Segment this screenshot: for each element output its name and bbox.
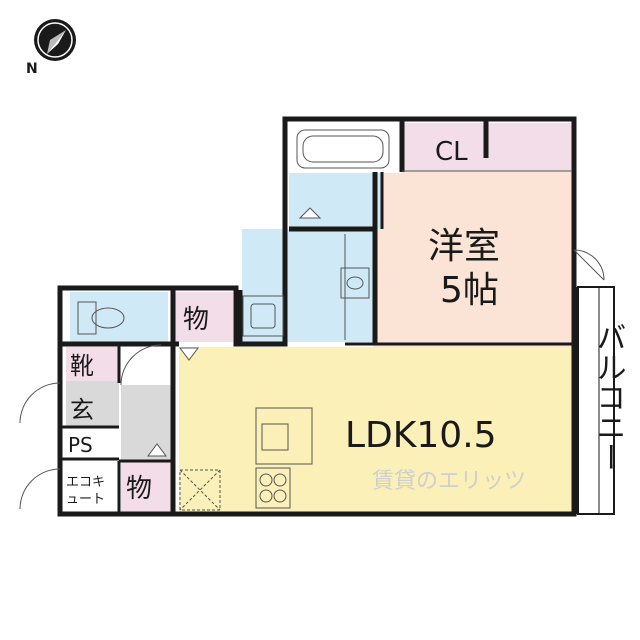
- entrance-floor: [121, 385, 173, 461]
- bath-fill: [289, 173, 382, 229]
- entrance-label: 玄: [70, 396, 94, 424]
- pipe-space-label: PS: [68, 433, 93, 457]
- room-fills: [66, 123, 572, 514]
- storage-lower-label: 物: [126, 474, 152, 504]
- balcony-label: バルコニー: [591, 322, 626, 472]
- aircon-label-1: エコキ: [66, 475, 105, 490]
- details: [19, 129, 605, 511]
- room-labels: CL 洋室 5帖 物 物 靴 玄 PS エコキ ュート LDK10.5 バルコニ…: [66, 137, 626, 507]
- aircon-label-2: ュート: [66, 492, 105, 507]
- washer-pan: [242, 295, 284, 337]
- western-room-name: 洋室: [428, 226, 500, 267]
- washroom-fill: [242, 229, 373, 342]
- storage-upper-label: 物: [183, 305, 209, 335]
- entrance-fill: [66, 381, 119, 427]
- closet-label: CL: [435, 137, 468, 167]
- bedroom-fill: [373, 171, 572, 347]
- north-label: N: [26, 61, 38, 77]
- shoe-box-label: 靴: [70, 352, 94, 380]
- fridge-space: [179, 469, 221, 511]
- storage-upper-fill: [175, 292, 233, 342]
- western-room-size: 5帖: [440, 270, 499, 311]
- stove: [255, 467, 291, 509]
- watermark: 賃貸のエリッツ: [372, 469, 526, 494]
- ldk-fill: [179, 347, 572, 514]
- compass: N: [26, 19, 76, 77]
- storage-lower-fill: [121, 461, 173, 514]
- vanity: [340, 267, 370, 299]
- kitchen-sink-counter: [255, 407, 313, 465]
- ldk-label: LDK10.5: [345, 415, 497, 456]
- shoe-box-fill: [66, 347, 119, 381]
- balcony: [577, 286, 615, 515]
